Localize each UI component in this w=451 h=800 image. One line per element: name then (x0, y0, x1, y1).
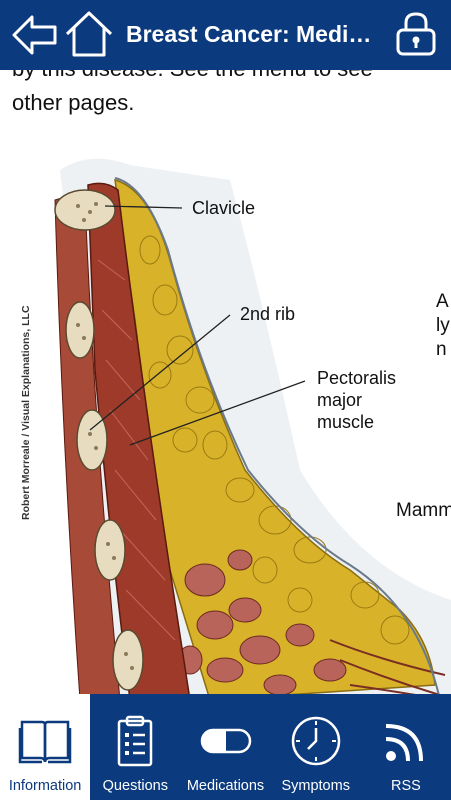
intro-partial-line: by this disease. See the menu to see (12, 70, 442, 86)
rss-icon (385, 724, 423, 762)
tab-information-label: Information (8, 778, 82, 794)
anatomy-illustration: Robert Morreale / Visual Explanations, L… (0, 140, 451, 694)
label-pectoralis: Pectoralis major muscle (317, 367, 407, 433)
bottom-tab-bar: Information Questions Medications Sympto… (0, 694, 451, 800)
tab-medications[interactable]: Medications (180, 694, 270, 800)
tab-questions-label: Questions (102, 778, 168, 794)
tab-questions[interactable]: Questions (90, 694, 180, 800)
label-pectoralis-line3: muscle (317, 412, 375, 432)
pill-icon (200, 728, 251, 754)
intro-line: other pages. (12, 90, 135, 115)
tab-medications-label: Medications (186, 778, 265, 794)
label-mammary: Mamm (396, 500, 451, 521)
back-arrow-icon[interactable] (12, 14, 58, 56)
page-title: Breast Cancer: Medications (126, 21, 378, 47)
clipboard-list-icon (118, 715, 153, 767)
content-area[interactable]: by this disease. See the menu to see oth… (0, 70, 451, 694)
app-header: Breast Cancer: Medications (0, 0, 451, 70)
breast-anatomy-drawing (54, 158, 451, 694)
intro-text: by this disease. See the menu to see oth… (12, 70, 442, 120)
label-edge-ly: ly (436, 315, 450, 336)
lock-icon[interactable] (392, 10, 440, 58)
tab-symptoms[interactable]: Symptoms (271, 694, 361, 800)
label-pectoralis-line1: Pectoralis (317, 368, 397, 388)
tab-rss-label: RSS (391, 778, 421, 794)
tab-rss[interactable]: RSS (361, 694, 451, 800)
label-edge-n: n (436, 339, 447, 360)
book-icon (18, 720, 72, 764)
home-icon[interactable] (64, 10, 114, 58)
label-edge-a: A (436, 291, 449, 312)
clock-icon (291, 716, 340, 766)
label-2nd-rib: 2nd rib (240, 304, 296, 324)
tab-symptoms-label: Symptoms (281, 778, 350, 794)
tab-information[interactable]: Information (0, 694, 91, 800)
label-clavicle: Clavicle (192, 198, 256, 218)
label-pectoralis-line2: major (317, 390, 363, 410)
image-credit: Robert Morreale / Visual Explanations, L… (20, 305, 32, 520)
